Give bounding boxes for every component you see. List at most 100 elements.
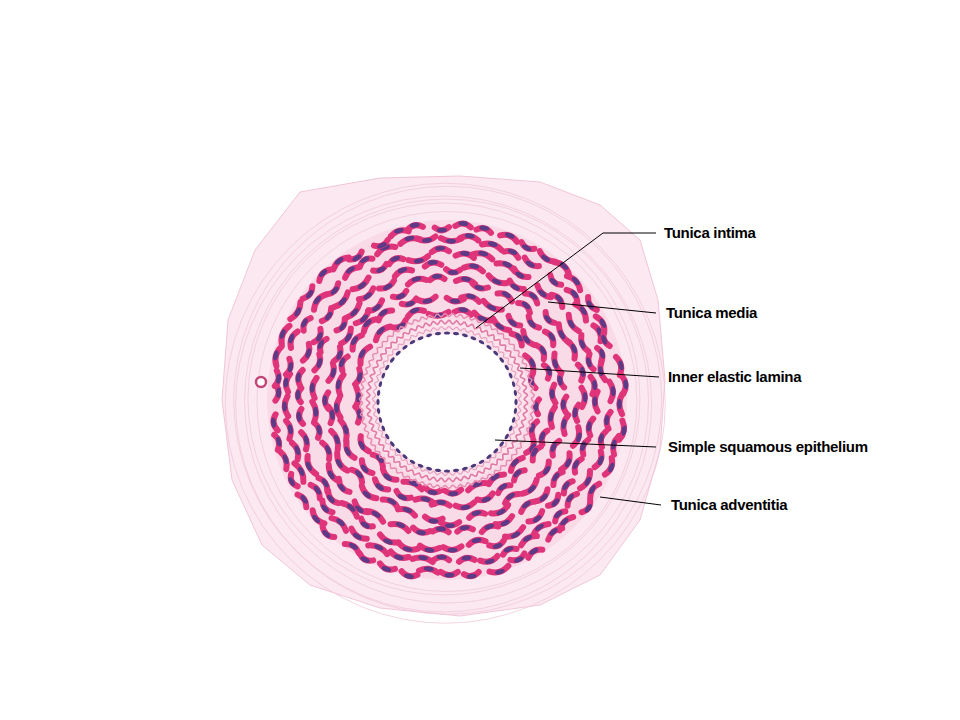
cell-nucleus	[271, 417, 277, 428]
cell-nucleus	[283, 377, 289, 387]
endothelial-nucleus	[395, 448, 402, 455]
muscle-cell	[334, 292, 348, 307]
cell-nucleus	[344, 332, 353, 343]
cell-nucleus	[382, 537, 393, 545]
cell-nucleus	[324, 311, 334, 322]
endothelial-nucleus	[409, 339, 416, 345]
endothelial-nucleus	[514, 399, 517, 405]
muscle-cell	[376, 327, 391, 341]
endothelial-nucleus	[444, 331, 450, 334]
cell-nucleus	[495, 508, 506, 517]
cell-nucleus	[527, 318, 537, 329]
cell-nucleus	[359, 313, 369, 323]
endothelial-nucleus	[504, 364, 510, 371]
cell-nucleus	[491, 277, 502, 285]
adventitia-fibre	[234, 186, 662, 614]
cell-nucleus	[296, 411, 302, 421]
cell-nucleus	[282, 454, 290, 465]
cell-nucleus	[461, 555, 472, 561]
cell-nucleus	[346, 503, 357, 513]
cell-nucleus	[474, 284, 485, 291]
cell-nucleus	[597, 366, 604, 377]
cell-nucleus	[287, 362, 294, 373]
cell-nucleus	[324, 444, 332, 455]
endothelial-nucleus	[462, 333, 469, 338]
endothelial-nucleus	[486, 454, 493, 460]
leader-line	[548, 302, 656, 313]
cell-nucleus	[598, 348, 605, 359]
cell-nucleus	[382, 472, 393, 482]
cell-nucleus	[282, 401, 287, 411]
cell-nucleus	[540, 254, 551, 264]
leader-line	[600, 497, 661, 505]
cell-nucleus	[579, 305, 589, 316]
cell-nucleus	[416, 529, 427, 536]
part-label: Tunica intima	[664, 224, 756, 242]
muscle-cell	[342, 503, 357, 517]
cell-nucleus	[349, 307, 359, 318]
cell-nucleus	[503, 545, 514, 553]
cell-nucleus	[465, 293, 476, 300]
cell-nucleus	[592, 396, 597, 406]
elastic-lamina	[360, 314, 535, 489]
leader-line	[520, 368, 659, 377]
cell-nucleus	[530, 447, 539, 458]
cell-nucleus	[458, 221, 468, 227]
elastic-lamina	[373, 327, 522, 476]
cell-nucleus	[561, 480, 571, 491]
cell-nucleus	[510, 283, 521, 292]
cell-nucleus	[571, 276, 581, 287]
endothelial-nucleus	[435, 468, 441, 472]
cell-nucleus	[312, 295, 322, 306]
cell-nucleus	[521, 500, 532, 510]
cell-nucleus	[598, 433, 605, 444]
cell-nucleus	[404, 573, 415, 580]
leader-lines	[476, 233, 661, 505]
endothelial-nucleus	[511, 417, 516, 424]
cell-nucleus	[459, 525, 470, 531]
cell-nucleus	[287, 476, 296, 487]
cell-nucleus	[427, 489, 438, 495]
cell-nucleus	[393, 554, 404, 562]
cell-nucleus	[543, 314, 553, 325]
cell-nucleus	[338, 296, 348, 307]
cell-nucleus	[395, 292, 406, 300]
cell-nucleus	[427, 259, 437, 265]
cell-nucleus	[424, 547, 434, 553]
cell-nucleus	[549, 389, 554, 399]
cell-nucleus	[538, 431, 546, 442]
cell-nucleus	[510, 530, 521, 539]
cell-nucleus	[448, 270, 458, 275]
endothelial-nucleus	[513, 390, 517, 396]
cell-nucleus	[450, 298, 460, 304]
cell-nucleus	[335, 379, 341, 390]
cell-nucleus	[492, 542, 503, 550]
cell-nucleus	[411, 275, 422, 282]
cell-nucleus	[360, 555, 371, 564]
endothelial-nucleus	[478, 339, 485, 345]
cell-nucleus	[548, 527, 559, 537]
endothelial-nucleus	[513, 408, 517, 414]
endothelial-nucleus	[435, 332, 441, 336]
adventitia-fibre	[245, 199, 649, 603]
cell-nucleus	[335, 517, 346, 527]
cell-nucleus	[521, 243, 532, 252]
cell-nucleus	[490, 472, 501, 481]
cell-nucleus	[294, 445, 302, 456]
cell-nucleus	[382, 282, 393, 291]
cell-nucleus	[458, 307, 469, 313]
leader-line	[476, 233, 656, 328]
cell-nucleus	[423, 566, 433, 572]
endothelial-nucleus	[493, 350, 500, 357]
endothelial-nucleus	[378, 417, 383, 424]
cell-nucleus	[448, 491, 458, 496]
cell-nucleus	[437, 555, 447, 560]
part-label: Tunica media	[666, 304, 757, 322]
endothelial-nucleus	[402, 454, 409, 460]
cell-nucleus	[466, 573, 477, 579]
cell-nucleus	[534, 523, 545, 533]
cell-nucleus	[494, 568, 505, 576]
cell-nucleus	[309, 382, 315, 392]
part-label: Simple squamous epithelium	[668, 438, 868, 456]
cell-nucleus	[402, 546, 413, 553]
